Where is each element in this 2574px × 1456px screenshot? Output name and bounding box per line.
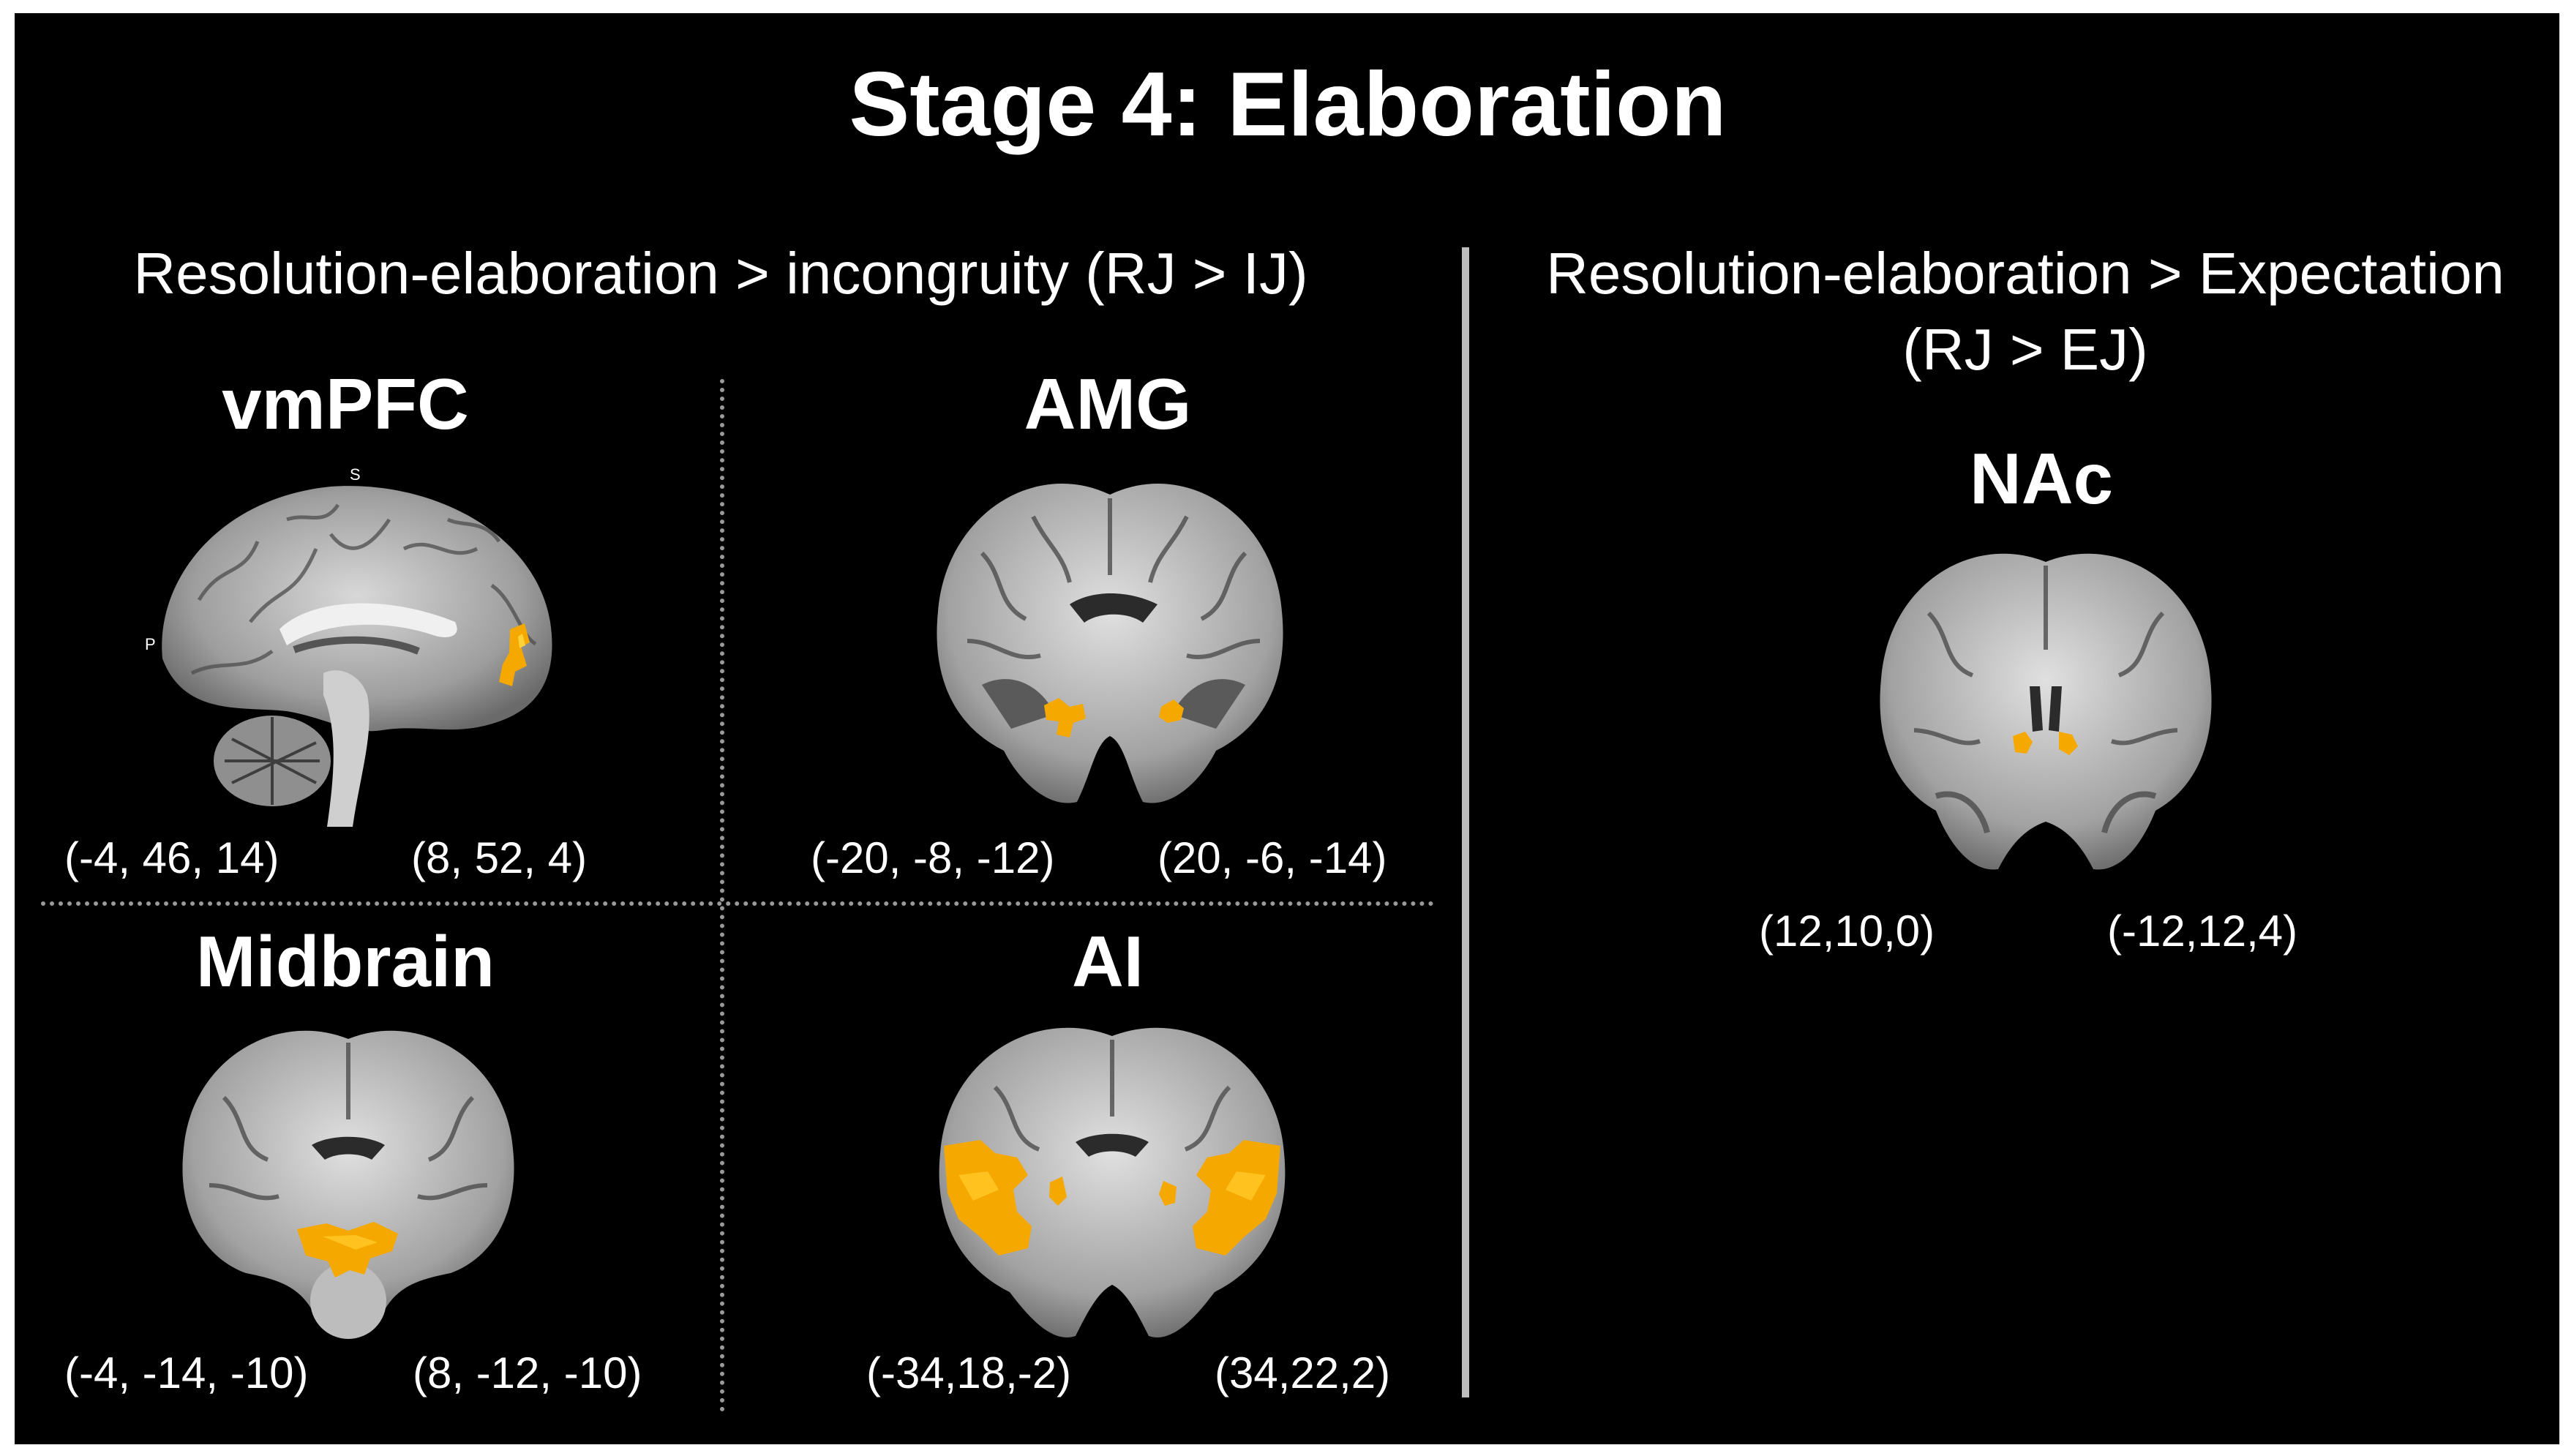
coord-ai-left: (-34,18,-2) [866, 1348, 1072, 1397]
coord-midbrain-right: (8, -12, -10) [413, 1348, 642, 1397]
region-label-nac: NAc [1969, 438, 2114, 519]
left-panel-heading: Resolution-elaboration > incongruity (RJ… [133, 241, 1308, 306]
coord-nac-right: (-12,12,4) [2107, 907, 2298, 956]
coronal-brain-midbrain [182, 1030, 514, 1339]
coord-nac-left: (12,10,0) [1759, 907, 1935, 956]
coord-amg-right: (20, -6, -14) [1157, 833, 1387, 882]
coord-ai-right: (34,22,2) [1215, 1348, 1391, 1397]
right-panel-heading-line1: Resolution-elaboration > Expectation [1546, 241, 2504, 306]
region-label-amg: AMG [1024, 364, 1192, 444]
orientation-label-superior: S [350, 465, 361, 484]
coord-vmpfc-right: (8, 52, 4) [411, 833, 588, 882]
region-label-vmpfc: vmPFC [222, 364, 469, 444]
orientation-label-posterior: P [145, 635, 156, 653]
coronal-brain-nac [1880, 553, 2212, 870]
coronal-brain-ai [939, 1027, 1286, 1337]
coord-amg-left: (-20, -8, -12) [811, 833, 1055, 882]
sagittal-brain-vmpfc [162, 486, 552, 827]
coord-midbrain-left: (-4, -14, -10) [64, 1348, 309, 1397]
figure-title: Stage 4: Elaboration [849, 54, 1727, 155]
quadrant-divider-vertical [720, 379, 724, 1412]
right-panel-heading-line2: (RJ > EJ) [1902, 317, 2148, 382]
region-label-ai: AI [1072, 921, 1144, 1002]
panel-divider [1462, 247, 1469, 1397]
coronal-brain-amg [937, 483, 1283, 803]
coord-vmpfc-left: (-4, 46, 14) [64, 833, 279, 882]
quadrant-divider-horizontal [41, 901, 1434, 906]
region-label-midbrain: Midbrain [195, 921, 495, 1002]
